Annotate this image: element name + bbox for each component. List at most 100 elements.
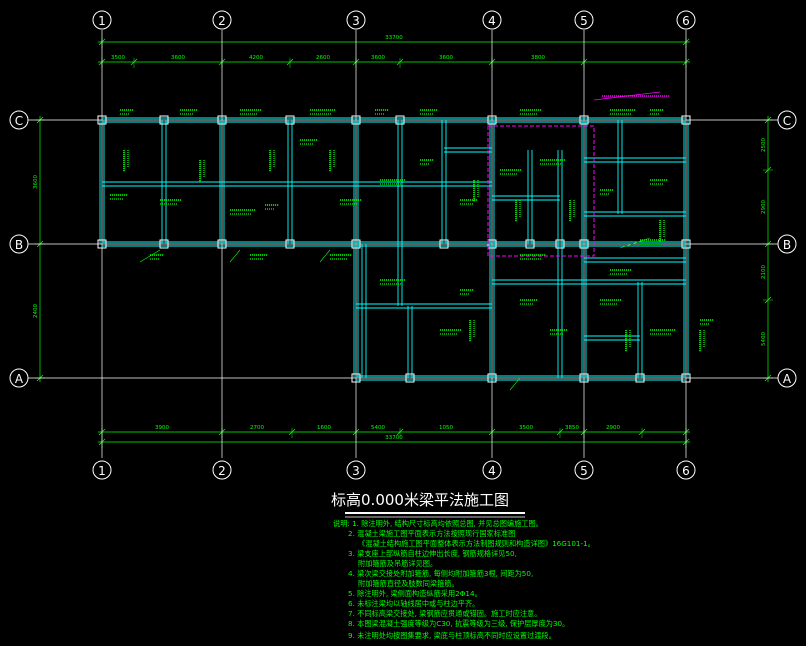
leader-line (319, 249, 331, 263)
grid-bubble-label: A (783, 372, 792, 386)
column (217, 115, 227, 125)
bottom-dim-chain-label: 1600 (317, 425, 331, 431)
grid-bubble-label: 2 (218, 464, 226, 478)
grid-bubble-label: 4 (488, 464, 496, 478)
grid-bubble-label: B (15, 238, 23, 252)
grid-bubble-col-1 (92, 460, 112, 480)
grid-bubble-col-4 (482, 10, 502, 30)
grid-bubble-label: 2 (218, 14, 226, 28)
column (525, 239, 535, 249)
grid-bubble-col-5 (574, 460, 594, 480)
note-line-12: 9. 未注明处均按图集要求, 梁底与柱顶标高不同时应设置过渡段。 (348, 631, 556, 640)
note-line-5: 附加箍筋及吊筋详见图。 (358, 559, 437, 568)
grid-bubble-label: A (15, 372, 24, 386)
grid-bubble-col-3 (346, 10, 366, 30)
bottom-dim-chain-label: 3500 (519, 425, 533, 431)
column (681, 239, 691, 249)
column (681, 373, 691, 383)
grid-bubble-col-1 (92, 10, 112, 30)
column (579, 373, 589, 383)
note-line-10: 7. 不同标高梁交接处, 梁钢筋应贯通或锚固。施工时应注意。 (348, 609, 541, 618)
bottom-dim-chain-label: 3900 (155, 425, 169, 431)
grid-bubble-label: 3 (352, 14, 360, 28)
leader-line (619, 237, 651, 249)
column (579, 239, 589, 249)
grid-bubble-label: 5 (580, 14, 588, 28)
top-dim-chain-label: 3500 (111, 55, 125, 61)
note-line-3: 《混凝土结构施工图平面整体表示方法制图规则和构造详图》16G101-1。 (358, 539, 595, 548)
grid-bubble-label: 1 (98, 14, 106, 28)
top-dim-chain-label: 4200 (249, 55, 263, 61)
left-dim-chain-label: 3600 (33, 175, 39, 189)
column (351, 239, 361, 249)
grid-bubble-row-A (9, 368, 29, 388)
highlight-zone-outline (487, 125, 595, 257)
leader-line (139, 249, 161, 263)
column (579, 115, 589, 125)
design-notes: 说明: 1. 除注明外, 结构尺寸标高均依照总图, 并见总图编施工图。 2. 混… (333, 519, 595, 640)
highlight-zone-layer (487, 91, 670, 257)
top-dim-chain-label: 3600 (171, 55, 185, 61)
column (487, 373, 497, 383)
grid-bubble-col-3 (346, 460, 366, 480)
note-line-4: 3. 梁支座上部纵筋自柱边伸出长度, 钢筋规格详见50, (348, 549, 517, 558)
bottom-dim-chain-label: 2700 (250, 425, 264, 431)
grid-bubble-label: 5 (580, 464, 588, 478)
column (555, 239, 565, 249)
note-line-1: 说明: 1. 除注明外, 结构尺寸标高均依照总图, 并见总图编施工图。 (333, 519, 543, 528)
grid-bubble-row-C (777, 110, 797, 130)
note-line-8: 5. 除注明外, 梁侧面构造纵筋采用2Φ14。 (348, 589, 482, 598)
grid-bubble-label: C (783, 114, 791, 128)
column (487, 115, 497, 125)
grid-bubble-label: C (15, 114, 23, 128)
right-dim-chain-label: 2500 (761, 138, 767, 152)
beam-label-layer (110, 109, 714, 391)
note-line-2: 2. 混凝土梁施工图平面表示方法按照现行国家标准图 (348, 529, 515, 538)
column (681, 115, 691, 125)
grid-bubble-row-C (9, 110, 29, 130)
beam-layer (99, 117, 689, 381)
grid-bubble-col-6 (676, 10, 696, 30)
grid-bubble-label: 6 (682, 464, 690, 478)
column (351, 373, 361, 383)
column (159, 115, 169, 125)
top-total-dim-label: 33700 (385, 35, 403, 41)
leader-line (509, 377, 521, 391)
column (405, 373, 415, 383)
bottom-dim-chain-label: 2900 (606, 425, 620, 431)
note-line-11: 8. 本图梁混凝土强度等级为C30, 抗震等级为三级, 保护层厚度为30。 (348, 619, 569, 628)
column (97, 115, 107, 125)
right-dim-chain-label: 5400 (761, 332, 767, 346)
column (439, 239, 449, 249)
column (285, 115, 295, 125)
grid-bubble-label: 4 (488, 14, 496, 28)
column-layer (97, 115, 691, 383)
top-dim-chain-label: 3600 (439, 55, 453, 61)
column (97, 239, 107, 249)
column (351, 115, 361, 125)
column (159, 239, 169, 249)
grid-bubble-col-5 (574, 10, 594, 30)
grid-bubble-label: 6 (682, 14, 690, 28)
grid-bubble-col-2 (212, 460, 232, 480)
top-dim-chain-label: 3600 (371, 55, 385, 61)
grid-bubble-label: 1 (98, 464, 106, 478)
column (217, 239, 227, 249)
grid-bubble-label: B (783, 238, 791, 252)
top-dim-chain-label: 2600 (316, 55, 330, 61)
note-line-7: 附加箍筋直径及肢数同梁箍筋。 (358, 579, 459, 588)
leader-line (229, 249, 241, 263)
column (635, 373, 645, 383)
left-dim-chain-label: 2400 (33, 304, 39, 318)
grid-bubble-label: 3 (352, 464, 360, 478)
drawing-title: 标高0.000米梁平法施工图 (331, 491, 509, 509)
column (395, 115, 405, 125)
right-dim-chain-label: 2900 (761, 200, 767, 214)
bottom-dim-chain-label: 3850 (565, 425, 579, 431)
column (285, 239, 295, 249)
bottom-total-dim-label: 33700 (385, 435, 403, 441)
grid-bubble-row-B (777, 234, 797, 254)
